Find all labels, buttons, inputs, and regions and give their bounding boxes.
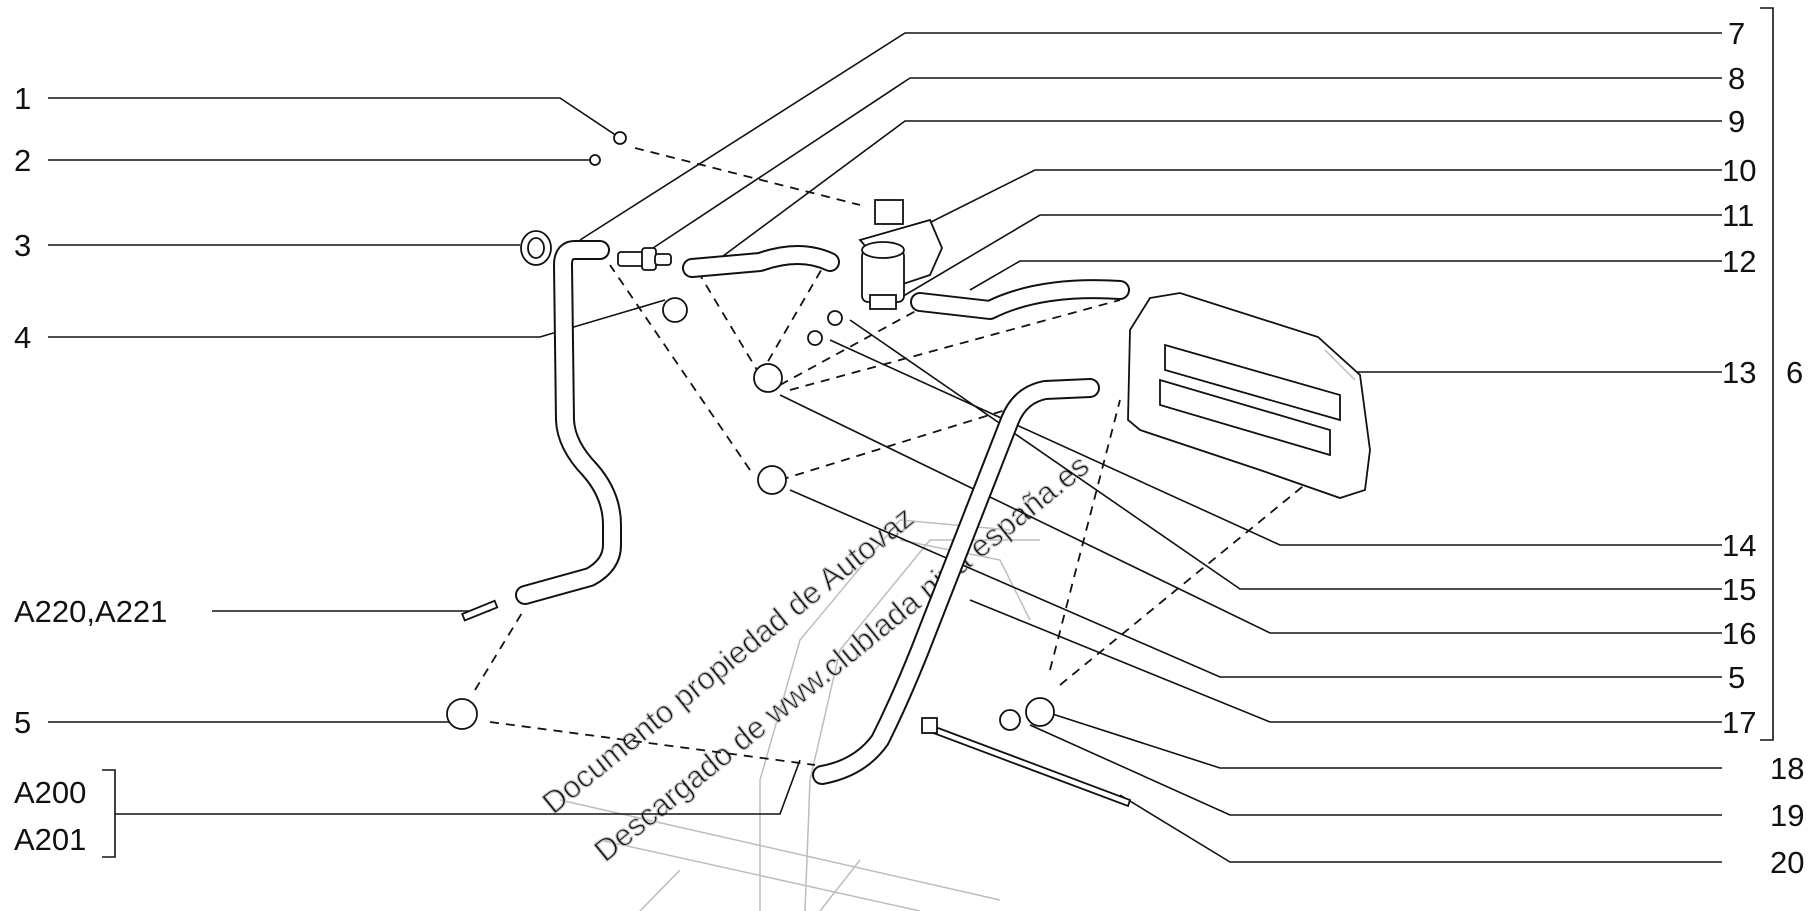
callout-15: 15 xyxy=(1722,572,1756,607)
assembly-arrows xyxy=(474,147,1336,766)
part-tank-13 xyxy=(1127,292,1371,499)
hose-12 xyxy=(910,279,1130,320)
callout-14: 14 xyxy=(1722,528,1756,563)
callout-16: 16 xyxy=(1722,616,1756,651)
callout-8: 8 xyxy=(1728,61,1745,96)
callout-17: 17 xyxy=(1722,705,1756,740)
callout-1: 1 xyxy=(14,81,31,116)
part-canister-10 xyxy=(858,199,943,310)
callout-9: 9 xyxy=(1728,104,1745,139)
callout-20: 20 xyxy=(1770,845,1804,880)
callout-19: 19 xyxy=(1770,798,1804,833)
leader-lines-left xyxy=(48,97,801,858)
callout-3: 3 xyxy=(14,228,31,263)
callout-4: 4 xyxy=(14,320,31,355)
callout-a200: A200 xyxy=(14,775,86,810)
part-grommet-3 xyxy=(520,230,552,266)
callout-a201: A201 xyxy=(14,822,86,857)
part-connector-8 xyxy=(617,247,672,271)
callout-10: 10 xyxy=(1722,153,1756,188)
hose-5-main xyxy=(812,378,1100,785)
group-label-6: 6 xyxy=(1786,355,1803,390)
callout-12: 12 xyxy=(1722,244,1756,279)
callouts-right: 7 8 9 10 11 12 13 14 15 16 5 17 18 19 20… xyxy=(1722,16,1804,880)
callout-11: 11 xyxy=(1722,198,1754,233)
hose-7 xyxy=(515,240,622,605)
leader-lines-right xyxy=(579,7,1774,863)
callout-2: 2 xyxy=(14,143,31,178)
callouts-left: 1 2 3 4 A220,A221 5 A200 A201 xyxy=(14,81,167,857)
hose-9 xyxy=(682,245,840,278)
callout-5-right: 5 xyxy=(1728,660,1745,695)
callout-7: 7 xyxy=(1728,16,1745,51)
callout-13: 13 xyxy=(1722,355,1756,390)
callout-a220-a221: A220,A221 xyxy=(14,594,167,629)
watermark: Documento propiedad de Autovaz Descargad… xyxy=(535,447,1096,869)
callout-5-left: 5 xyxy=(14,705,31,740)
part-clips xyxy=(446,131,1132,808)
callout-18: 18 xyxy=(1770,751,1804,786)
